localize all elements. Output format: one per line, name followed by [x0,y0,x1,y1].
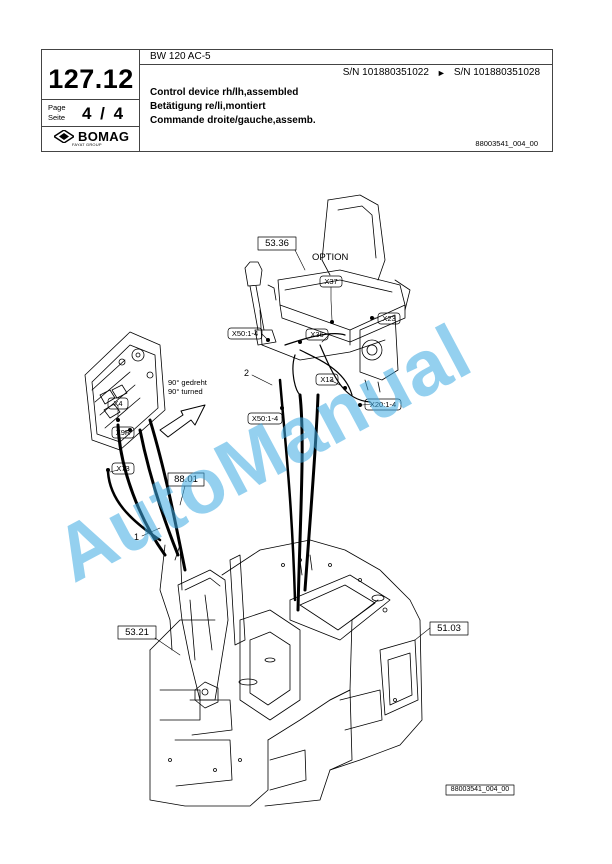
connector-x50-top: X50:1-4 [231,329,259,338]
left-console [159,544,229,709]
title-fr: Commande droite/gauche,assemb. [150,115,316,126]
header-block: BW 120 AC-5 S/N 101880351022 ► S/N 10188… [41,49,553,152]
connector-x36: X36 [310,330,324,339]
drawing-reference: 88003541_004_00 [475,139,538,148]
callout-53-36: 53.36 [265,238,289,249]
callout-53-21: 53.21 [125,627,149,638]
connector-x73: X73 [116,464,130,473]
divider [42,99,139,100]
connector-x9r: X9R [115,428,131,437]
rotation-arrow [159,404,206,438]
page-label-de: Seite [48,113,66,122]
brand-logo: BOMAG [54,129,129,144]
leader-lines [109,249,431,656]
machine-frame [149,539,423,807]
page-label-en: Page [48,103,66,112]
left-control-panel [84,331,166,451]
connector-x50-bottom: X50:1-4 [251,414,279,423]
item-number-2: 2 [244,368,250,378]
cable-thin [284,333,371,403]
connector-x23: X23 [382,314,396,323]
rotation-note-en: 90° turned [168,387,203,396]
connector-x4: X4 [113,399,123,408]
serial-range: S/N 101880351022 ► S/N 101880351028 [343,67,540,78]
connector-x13: X13 [320,375,334,384]
divider [42,126,139,127]
connector-points [106,316,374,472]
rotation-note-de: 90° gedreht [168,378,207,387]
connector-x37: X37 [324,277,338,286]
joystick [244,261,277,346]
cable-harness [106,378,320,612]
title-en: Control device rh/lh,assembled [150,87,299,98]
item-number-1: 1 [134,532,140,542]
brand-subtitle: FAYAT GROUP [72,142,102,147]
callout-88-01: 88.01 [174,474,198,485]
divider [139,64,552,65]
title-de: Betätigung re/li,montiert [150,101,266,112]
page-number: 4 / 4 [82,104,124,123]
callout-boxes [107,236,515,796]
option-label: OPTION [312,252,349,263]
diamond-logo-icon [54,130,74,143]
serial-to: S/N 101880351028 [453,67,540,78]
group-number: 127.12 [48,64,134,94]
drawing-footer-ref: 88003541_004_00 [450,786,510,793]
model-name: BW 120 AC-5 [150,51,211,62]
arrow-right-icon: ► [436,67,446,78]
brand-name: BOMAG [78,129,130,144]
connector-x20: X20:1-4 [369,400,397,409]
serial-from: S/N 101880351022 [342,67,429,78]
operator-seat [259,194,411,393]
divider [139,50,140,151]
callout-51-03: 51.03 [437,623,461,634]
